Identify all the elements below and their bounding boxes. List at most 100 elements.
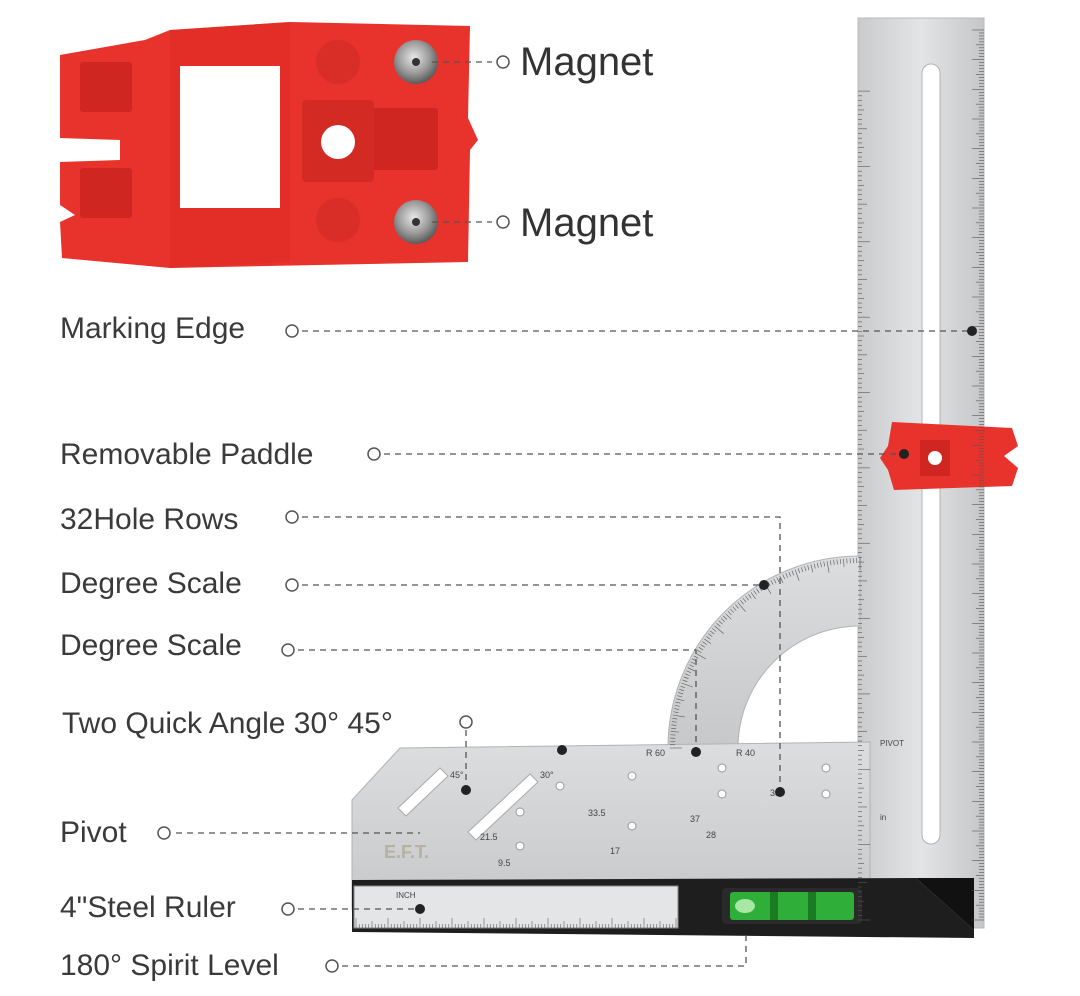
base-hole — [717, 763, 727, 773]
arc-tick — [770, 580, 774, 585]
arc-tick — [829, 560, 832, 566]
dim-17: 17 — [610, 846, 620, 856]
base-hole — [627, 821, 637, 831]
arc-tick — [788, 571, 791, 577]
leader-dots — [415, 326, 977, 914]
base-hole — [717, 789, 727, 799]
label-magnet-top: Magnet — [520, 40, 654, 84]
arc-tick — [735, 604, 739, 609]
arc-tick — [810, 564, 814, 573]
arc-tick — [672, 714, 685, 718]
arc-tick — [702, 641, 707, 645]
angle-45-mark: 45° — [450, 770, 464, 780]
arc-tick — [748, 594, 752, 599]
degree-scale-marks — [670, 558, 861, 749]
arc-tick — [716, 623, 721, 627]
blade-scale — [858, 29, 984, 921]
arc-tick — [679, 689, 685, 692]
base-hole — [555, 781, 565, 791]
arc-tick — [677, 695, 683, 698]
arc-tick — [753, 590, 757, 595]
base-hole — [821, 763, 831, 773]
label-steel-ruler: 4"Steel Ruler — [60, 891, 236, 924]
angle-30-mark: 30° — [540, 770, 554, 780]
arc-tick — [675, 701, 681, 704]
label-quick-angle: Two Quick Angle 30° 45° — [62, 707, 393, 740]
hole-rows — [515, 763, 831, 851]
arc-tick — [813, 563, 816, 569]
arc-tick — [776, 577, 780, 582]
arc-tick — [843, 558, 845, 567]
label-pivot: Pivot — [60, 816, 127, 849]
dim-9-5: 9.5 — [498, 858, 511, 868]
arc-tick — [686, 670, 692, 674]
label-magnet-bottom: Magnet — [520, 201, 654, 245]
dim-37: 37 — [690, 814, 700, 824]
arc-tick — [683, 676, 689, 679]
r40-mark: R 40 — [736, 748, 755, 758]
label-removable-paddle: Removable Paddle — [60, 438, 314, 471]
arc-tick — [779, 575, 784, 584]
arc-tick — [737, 602, 746, 612]
arc-tick — [740, 600, 744, 605]
arc-tick — [773, 578, 777, 584]
arc-tick — [704, 638, 712, 644]
arc-tick — [833, 559, 835, 565]
arc-tick — [745, 596, 749, 601]
arc-tick — [687, 667, 696, 672]
dim-28: 28 — [706, 830, 716, 840]
arc-tick — [671, 724, 677, 726]
arc-tick — [710, 630, 715, 635]
arc-tick — [756, 588, 760, 594]
arc-tick — [674, 704, 680, 707]
base-hole — [515, 807, 525, 817]
in-mark: in — [880, 813, 886, 822]
arc-tick — [836, 559, 838, 565]
arc-tick — [706, 636, 711, 640]
arc-tick — [791, 570, 794, 576]
arc-tick — [693, 655, 699, 659]
base-hole — [821, 789, 831, 799]
arc-tick — [732, 606, 737, 611]
arc-tick — [725, 613, 732, 620]
arc-tick — [681, 682, 693, 688]
arc-tick — [670, 731, 679, 733]
arc-tick — [712, 628, 717, 632]
arc-tick — [695, 652, 706, 660]
arc-tick — [794, 569, 800, 581]
arc-tick — [742, 598, 747, 603]
label-spirit-level: 180° Spirit Level — [60, 949, 279, 982]
arc-tick — [714, 625, 724, 634]
arc-tick — [730, 608, 735, 613]
arc-tick — [671, 727, 677, 729]
arc-tick — [750, 592, 756, 600]
arc-tick — [673, 711, 679, 713]
arc-tick — [696, 649, 702, 653]
r60-mark: R 60 — [646, 748, 665, 758]
arc-tick — [672, 717, 678, 720]
arc-tick — [797, 568, 801, 574]
label-marking-edge: Marking Edge — [60, 312, 246, 345]
arc-tick — [676, 698, 685, 702]
arc-tick — [698, 647, 704, 651]
arc-tick — [801, 567, 804, 573]
arc-tick — [684, 673, 690, 676]
base-hole — [515, 841, 525, 851]
arc-tick — [682, 679, 688, 682]
arc-tick — [785, 572, 788, 578]
paddle-closeup — [60, 22, 478, 268]
arc-tick — [826, 560, 830, 573]
arc-tick — [718, 620, 723, 625]
arc-tick — [807, 565, 810, 571]
square-tool — [351, 17, 1018, 938]
arc-tick — [782, 574, 786, 580]
arc-tick — [690, 661, 696, 665]
brand-mark: E.F.T. — [384, 842, 429, 862]
dim-21-5: 21.5 — [480, 832, 498, 842]
label-degree-scale-2: Degree Scale — [60, 629, 242, 662]
dim-35: 35 — [770, 788, 780, 798]
arc-tick — [671, 721, 677, 723]
arc-tick — [839, 559, 841, 565]
arc-tick — [680, 685, 686, 689]
